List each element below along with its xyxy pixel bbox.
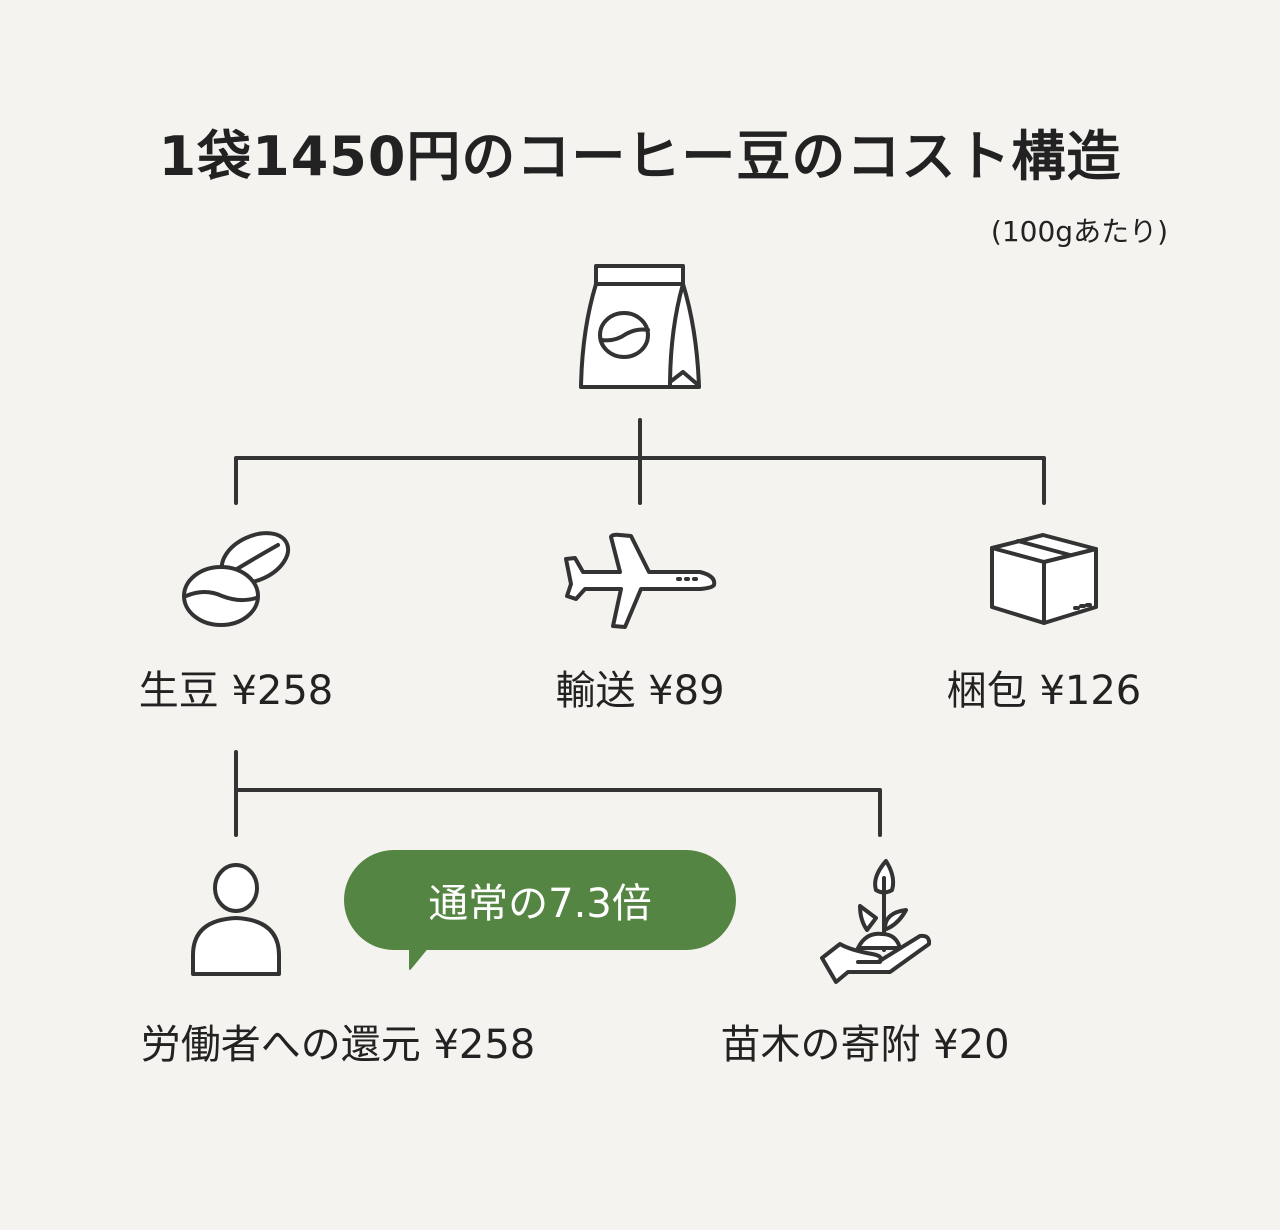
callout-bubble: 通常の7.3倍: [344, 850, 736, 950]
label-seedling-donation: 苗木の寄附 ¥20: [720, 1022, 1010, 1068]
unit-note: (100gあたり): [990, 215, 1168, 248]
box-icon: [990, 533, 1098, 625]
person-icon: [191, 863, 281, 976]
airplane-icon: [564, 532, 717, 629]
page-title: 1袋1450円のコーヒー豆のコスト構造: [158, 125, 1122, 188]
tree-connectors-level2: [234, 750, 882, 837]
tree-connectors-level1: [234, 418, 1046, 505]
label-packaging: 梱包 ¥126: [946, 668, 1142, 714]
callout-text: 通常の7.3倍: [428, 881, 652, 927]
coffee-bag-icon: [579, 264, 701, 389]
seedling-hand-icon: [820, 859, 932, 984]
label-worker-return: 労働者への還元 ¥258: [140, 1022, 536, 1068]
label-shipping: 輸送 ¥89: [555, 668, 725, 714]
label-green-beans: 生豆 ¥258: [138, 668, 334, 714]
coffee-beans-icon: [182, 531, 291, 627]
